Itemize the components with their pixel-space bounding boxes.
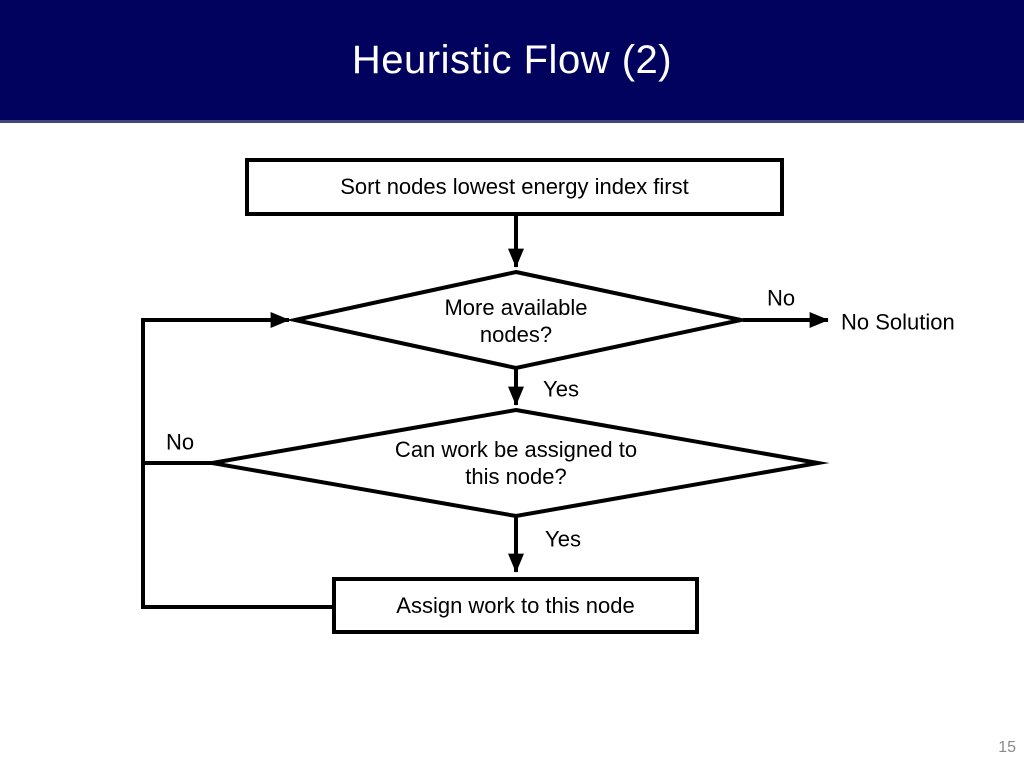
edge-label-yes2: Yes — [545, 526, 581, 552]
node-sort-nodes-label: Sort nodes lowest energy index first — [340, 174, 689, 199]
node-no-solution-label: No Solution — [841, 309, 955, 335]
node-more-nodes-label: More available nodes? — [444, 294, 587, 348]
node-assign-work: Assign work to this node — [332, 577, 699, 634]
slide-title: Heuristic Flow (2) — [351, 37, 673, 82]
edge-loop-back — [141, 312, 334, 609]
node-more-nodes-label-line1: More available — [444, 295, 588, 320]
page-number: 15 — [998, 739, 1016, 756]
edge-label-no-right: No — [766, 285, 796, 311]
node-assign-work-label: Assign work to this node — [396, 592, 635, 618]
node-more-nodes-label-line2: nodes? — [479, 322, 553, 347]
node-sort-nodes: Sort nodes lowest energy index first — [245, 158, 784, 216]
edge-label-yes1: Yes — [543, 376, 579, 402]
edge-label-no-left: No — [165, 429, 195, 455]
node-can-assign-label: Can work be assigned to this node? — [395, 436, 637, 490]
slide-title-bar: Heuristic Flow (2) — [0, 0, 1024, 123]
node-can-assign-label-line2: this node? — [465, 464, 567, 489]
node-can-assign-label-line1: Can work be assigned to — [394, 437, 638, 462]
